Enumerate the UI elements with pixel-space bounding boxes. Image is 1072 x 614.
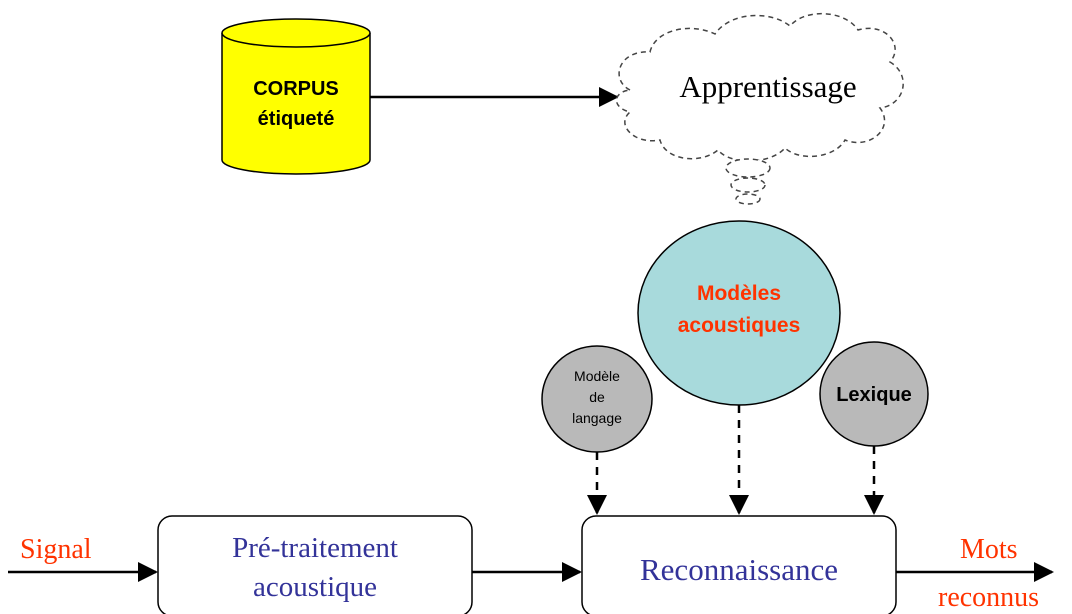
mots-label-line2: reconnus <box>938 582 1039 613</box>
signal-label: Signal <box>20 534 92 565</box>
corpus-cylinder: CORPUS étiqueté <box>221 18 371 175</box>
lexique-node: Lexique <box>819 341 929 447</box>
modele-langage-line2: de <box>589 389 605 405</box>
pretraitement-line1: Pré-traitement <box>232 532 398 564</box>
reconnaissance-label: Reconnaissance <box>640 552 838 587</box>
mots-label-line1: Mots <box>960 534 1018 565</box>
apprentissage-label: Apprentissage <box>679 69 856 104</box>
modeles-acoustiques-line1: Modèles <box>697 282 781 305</box>
modeles-acoustiques-line2: acoustiques <box>678 314 801 337</box>
modele-langage-line1: Modèle <box>574 368 620 384</box>
apprentissage-cloud <box>615 13 904 205</box>
modeles-acoustiques-node: Modèles acoustiques <box>637 220 841 406</box>
corpus-label-line1: CORPUS <box>253 78 339 100</box>
lexique-label: Lexique <box>836 384 912 406</box>
modele-langage-line3: langage <box>572 410 622 426</box>
reconnaissance-box: Reconnaissance <box>581 515 897 614</box>
modele-langage-node: Modèle de langage <box>541 345 653 453</box>
corpus-label-line2: étiqueté <box>258 108 335 130</box>
pretraitement-box: Pré-traitement acoustique <box>157 515 473 614</box>
pretraitement-line2: acoustique <box>253 571 377 603</box>
